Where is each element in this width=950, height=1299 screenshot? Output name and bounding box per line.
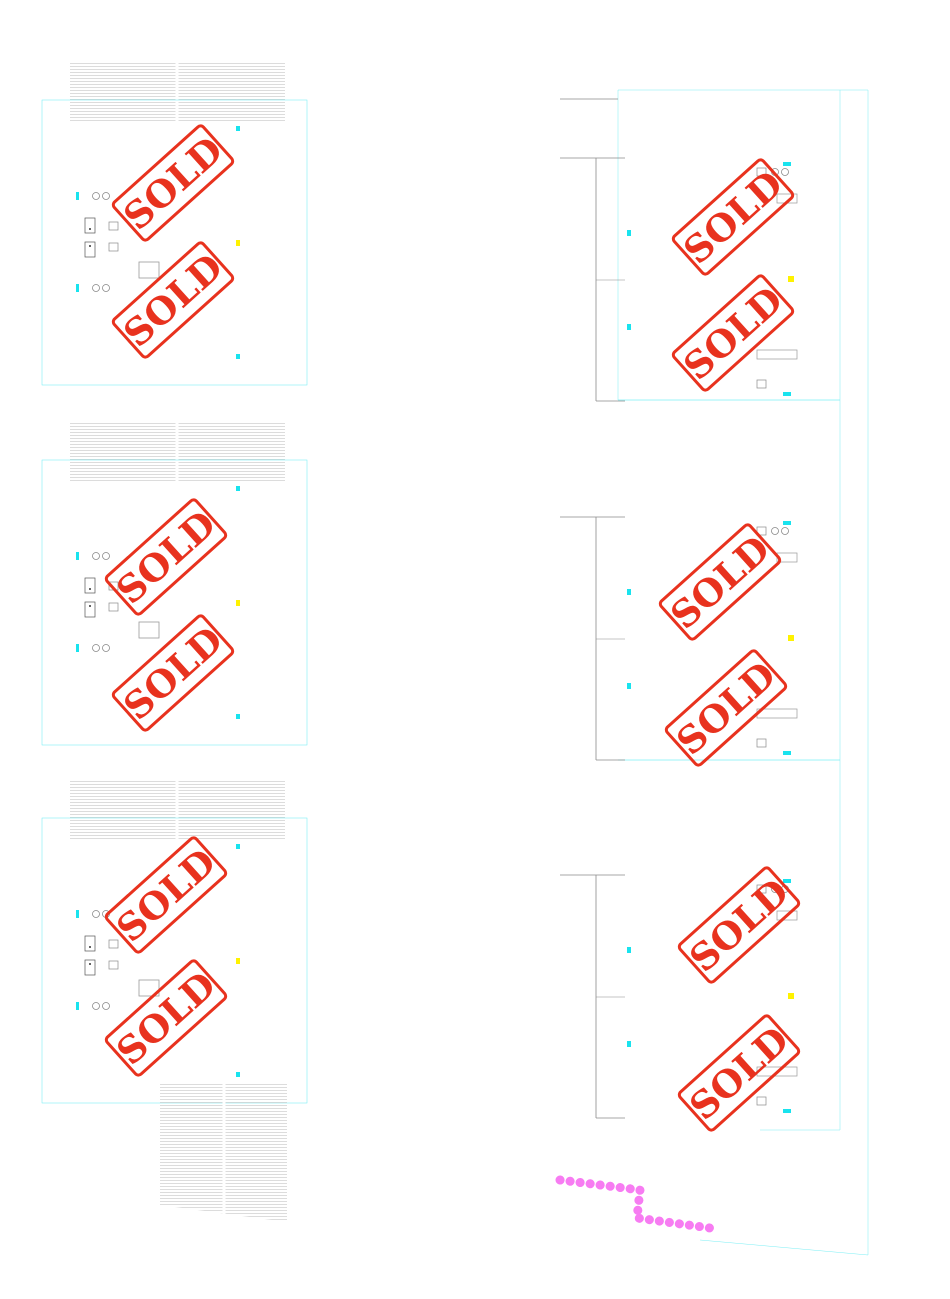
svg-text:SOLD: SOLD (681, 869, 797, 980)
left-unit-3 (42, 780, 307, 1103)
sold-stamp: SOLD (111, 241, 235, 359)
sold-stamp: SOLD (658, 523, 782, 641)
svg-text:SOLD: SOLD (675, 277, 791, 388)
sold-stamp: SOLD (104, 959, 228, 1077)
svg-text:SOLD: SOLD (108, 839, 224, 950)
svg-text:SOLD: SOLD (668, 652, 784, 763)
sold-stamp: SOLD (677, 1014, 801, 1132)
magenta-route (555, 1175, 715, 1233)
bottom-hatched-block (160, 1083, 287, 1222)
svg-text:SOLD: SOLD (675, 161, 791, 272)
sold-stamp: SOLD (104, 836, 228, 954)
left-unit-1 (42, 62, 307, 385)
svg-text:SOLD: SOLD (108, 962, 224, 1073)
sold-stamp: SOLD (664, 649, 788, 767)
svg-text:SOLD: SOLD (662, 526, 778, 637)
svg-text:SOLD: SOLD (115, 244, 231, 355)
sold-stamp: SOLD (104, 498, 228, 616)
sold-stamp: SOLD (111, 124, 235, 242)
svg-text:SOLD: SOLD (115, 127, 231, 238)
svg-text:SOLD: SOLD (108, 501, 224, 612)
sold-stamp: SOLD (111, 614, 235, 732)
svg-text:SOLD: SOLD (115, 617, 231, 728)
sold-stamp: SOLD (671, 274, 795, 392)
sold-stamp: SOLD (671, 158, 795, 276)
sold-stamp: SOLD (677, 866, 801, 984)
right-building-outline (617, 89, 869, 1256)
svg-text:SOLD: SOLD (681, 1017, 797, 1128)
